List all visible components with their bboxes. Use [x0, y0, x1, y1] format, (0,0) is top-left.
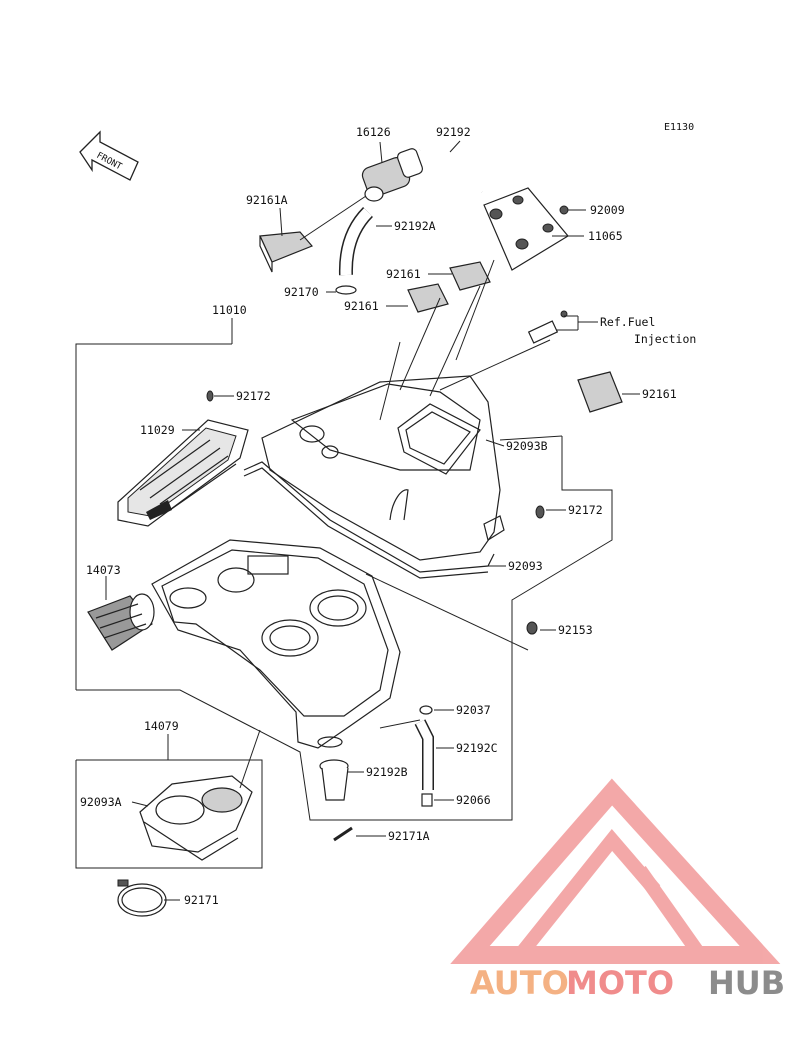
label-14079: 14079	[144, 719, 179, 733]
part-14079-cover	[139, 775, 253, 861]
label-92093: 92093	[508, 559, 543, 573]
label-11010: 11010	[212, 303, 247, 317]
watermark-moto: MOTO	[566, 964, 674, 1002]
watermark-hub: HUB	[708, 964, 785, 1002]
label-92153: 92153	[558, 623, 593, 637]
label-92192C: 92192C	[456, 741, 498, 755]
part-92161-pads	[407, 261, 623, 413]
diagram-code: E1130	[664, 122, 694, 133]
label-92093A: 92093A	[80, 795, 122, 809]
label-92172-b: 92172	[568, 503, 603, 517]
ref-note-line2: Injection	[634, 332, 696, 346]
label-92192A: 92192A	[394, 219, 436, 233]
label-92161-b: 92161	[344, 299, 379, 313]
automotohub-watermark: AUTO MOTO HUB	[470, 964, 785, 1002]
label-92171A: 92171A	[388, 829, 430, 843]
label-92161A: 92161A	[246, 193, 288, 207]
part-16126	[361, 148, 424, 202]
label-92093B: 92093B	[506, 439, 548, 453]
front-arrow-icon: FRONT	[79, 130, 139, 181]
label-92171: 92171	[184, 893, 219, 907]
label-16126: 16126	[356, 125, 391, 139]
label-92192: 92192	[436, 125, 471, 139]
part-11029-filter	[117, 419, 249, 527]
part-92192B	[319, 759, 349, 801]
air-cleaner-lower-housing	[151, 539, 401, 749]
label-11065: 11065	[588, 229, 623, 243]
label-92192B: 92192B	[366, 765, 408, 779]
label-92009: 92009	[590, 203, 625, 217]
fuel-injection-sensor	[527, 310, 568, 344]
automotohub-logo	[450, 778, 781, 964]
part-11065	[483, 187, 569, 271]
air-cleaner-upper-housing	[261, 375, 505, 561]
ref-note-line1: Ref.Fuel	[600, 315, 655, 329]
label-92172-a: 92172	[236, 389, 271, 403]
label-92066: 92066	[456, 793, 491, 807]
label-14073: 14073	[86, 563, 121, 577]
label-92161-c: 92161	[642, 387, 677, 401]
watermark-auto: AUTO	[470, 964, 569, 1002]
label-92170: 92170	[284, 285, 319, 299]
part-14073-duct	[87, 593, 155, 651]
label-92161-a: 92161	[386, 267, 421, 281]
label-11029: 11029	[140, 423, 175, 437]
label-92037: 92037	[456, 703, 491, 717]
part-92161A	[259, 231, 314, 273]
leader-lines	[75, 259, 613, 869]
